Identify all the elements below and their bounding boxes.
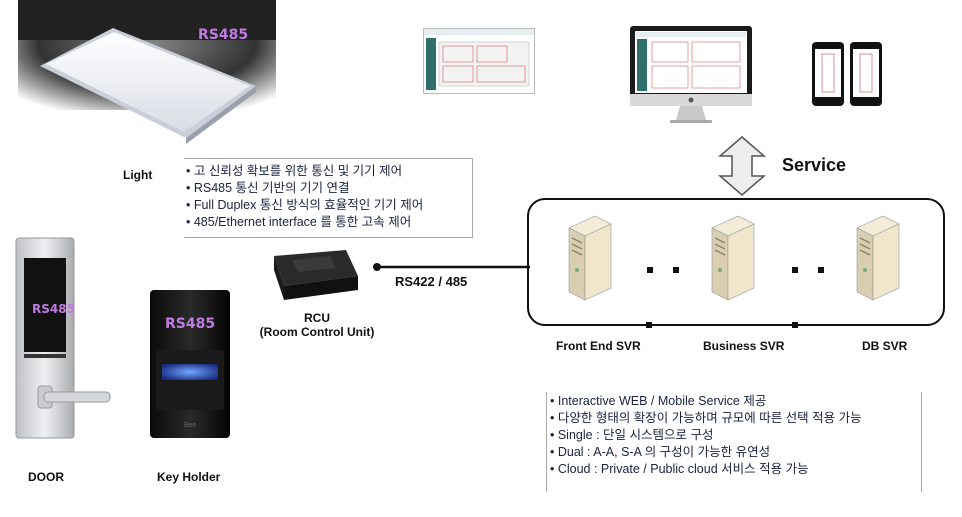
keyholder-rs485-tag: RS485 [165,316,216,332]
keyholder-brand: Bee [184,422,197,429]
web-screenshot-thumbnail [423,28,535,94]
server-feature-item: • Cloud : Private / Public cloud 서비스 적용 … [550,462,809,476]
rcu-label-line1: RCU [304,311,330,325]
server-feature-item: • Interactive WEB / Mobile Service 제공 [550,394,767,408]
rcu-label: RCU (Room Control Unit) [252,311,382,339]
rcu-device-image [270,246,360,302]
server-ellipsis [645,262,685,280]
key-holder-image [148,288,232,440]
mobile-phones-image [810,40,886,108]
keyholder-label: Key Holder [157,470,221,484]
rcu-feature-bracket [184,158,473,238]
door-label: DOOR [28,470,64,484]
light-device-image [18,0,276,150]
rcu-label-line2: (Room Control Unit) [259,325,375,339]
server-tower-icon [708,214,758,307]
server-feature-item: • 다양한 형태의 확장이 가능하며 규모에 따른 선택 적용 가능 [550,411,862,425]
rcu-feature-item: • RS485 통신 기반의 기기 연결 [186,181,350,195]
rcu-feature-item: • 485/Ethernet interface 를 통한 고속 제어 [186,215,412,229]
light-label: Light [123,168,153,182]
rcu-feature-list: • 고 신뢰성 확보를 위한 통신 및 기기 제어 • RS485 통신 기반의… [186,163,423,231]
server-label-front-end: Front End SVR [556,339,641,353]
server-feature-bracket [546,392,922,492]
server-feature-item: • Single : 단일 시스템으로 구성 [550,428,714,442]
rcu-feature-item: • Full Duplex 통신 방식의 효율적인 기기 제어 [186,198,424,212]
server-tower-icon [853,214,903,307]
server-label-business: Business SVR [703,339,785,353]
server-cluster-box [527,198,945,326]
rs422-connection-line [372,259,532,271]
server-feature-list: • Interactive WEB / Mobile Service 제공 • … [550,393,862,478]
server-ellipsis [790,262,830,280]
desktop-monitor-image [628,24,754,126]
service-double-arrow-icon [717,136,767,196]
cluster-port-marker [792,322,798,328]
service-label: Service [782,155,847,175]
door-rs485-tag: RS485 [32,302,75,316]
server-tower-icon [565,214,615,307]
server-label-db: DB SVR [862,339,908,353]
rs422-link-label: RS422 / 485 [395,274,468,289]
server-feature-item: • Dual : A-A, S-A 의 구성이 가능한 유연성 [550,445,771,459]
door-lock-image [14,236,114,441]
cluster-port-marker [646,322,652,328]
rcu-feature-item: • 고 신뢰성 확보를 위한 통신 및 기기 제어 [186,164,403,178]
light-rs485-tag: RS485 [198,27,249,43]
